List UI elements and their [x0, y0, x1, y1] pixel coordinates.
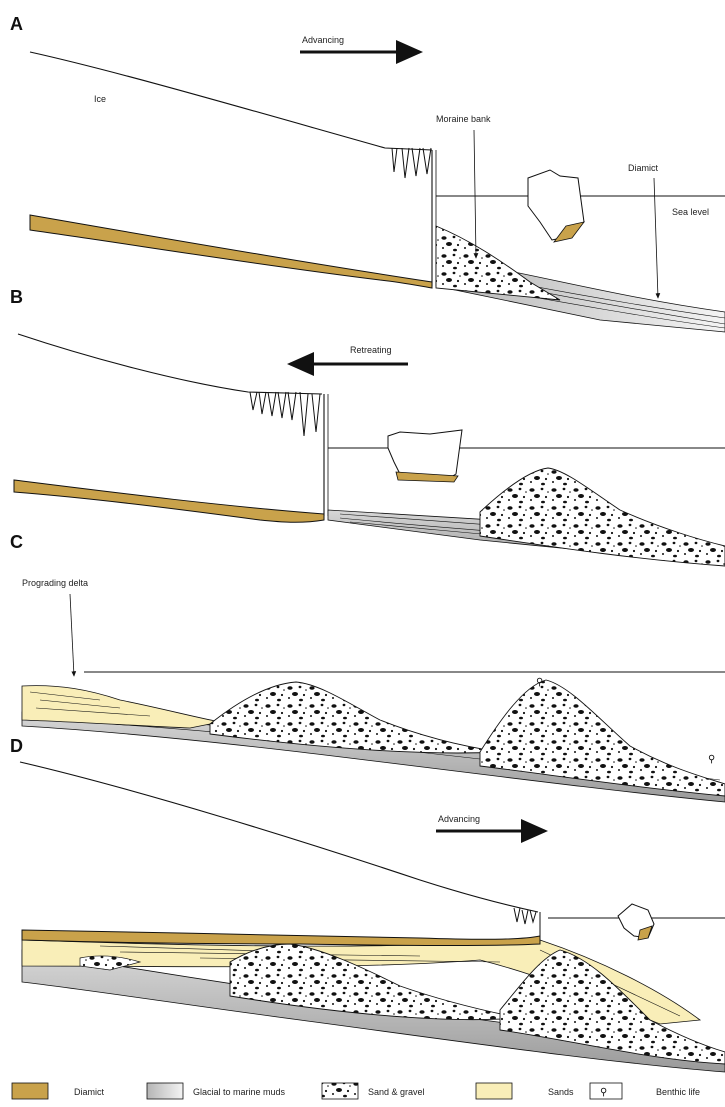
diamict-basal-layer — [14, 480, 324, 522]
panel-a-letter: A — [10, 14, 23, 34]
benthic-life-icon: ⚲ — [600, 1087, 607, 1098]
legend-swatch-muds — [147, 1083, 183, 1099]
legend: Diamict Glacial to marine muds Sand & gr… — [12, 1083, 700, 1099]
panel-b: B Retreating — [10, 287, 725, 566]
panel-c-letter: C — [10, 532, 23, 552]
ice-surface-line — [30, 52, 432, 150]
moraine-mound — [480, 468, 725, 566]
advancing-label: Advancing — [302, 35, 344, 45]
ice-label: Ice — [94, 94, 106, 104]
sea-level-label: Sea level — [672, 207, 709, 217]
legend-label-sands: Sands — [548, 1087, 574, 1097]
prograding-delta-label: Prograding delta — [22, 578, 88, 588]
legend-swatch-gravel — [322, 1083, 358, 1099]
legend-swatch-sands — [476, 1083, 512, 1099]
moraine-bank-label: Moraine bank — [436, 114, 491, 124]
iceberg — [618, 904, 654, 940]
legend-label-gravel: Sand & gravel — [368, 1087, 425, 1097]
diamict-basal-layer — [30, 215, 432, 288]
panel-c: C Prograding delta ⚲ ⚲ — [10, 532, 725, 802]
panel-d-letter: D — [10, 736, 23, 756]
legend-label-muds: Glacial to marine muds — [193, 1087, 286, 1097]
iceberg — [528, 170, 584, 242]
panel-a: A Advancing Ice Moraine bank Diamict Sea — [10, 14, 725, 332]
benthic-life-icon: ⚲ — [708, 754, 715, 765]
crevasses — [392, 148, 431, 178]
retreating-label: Retreating — [350, 345, 392, 355]
legend-swatch-diamict — [12, 1083, 48, 1099]
diamict-label: Diamict — [628, 163, 659, 173]
benthic-life-icon: ⚲ — [536, 677, 543, 688]
ice-surface-line — [18, 334, 322, 394]
ice-surface-line — [20, 762, 538, 912]
moraine-bank — [436, 226, 560, 300]
legend-label-diamict: Diamict — [74, 1087, 105, 1097]
advancing-label: Advancing — [438, 814, 480, 824]
crevasses — [250, 392, 320, 436]
iceberg — [388, 430, 462, 482]
legend-label-benthic: Benthic life — [656, 1087, 700, 1097]
panel-b-letter: B — [10, 287, 23, 307]
